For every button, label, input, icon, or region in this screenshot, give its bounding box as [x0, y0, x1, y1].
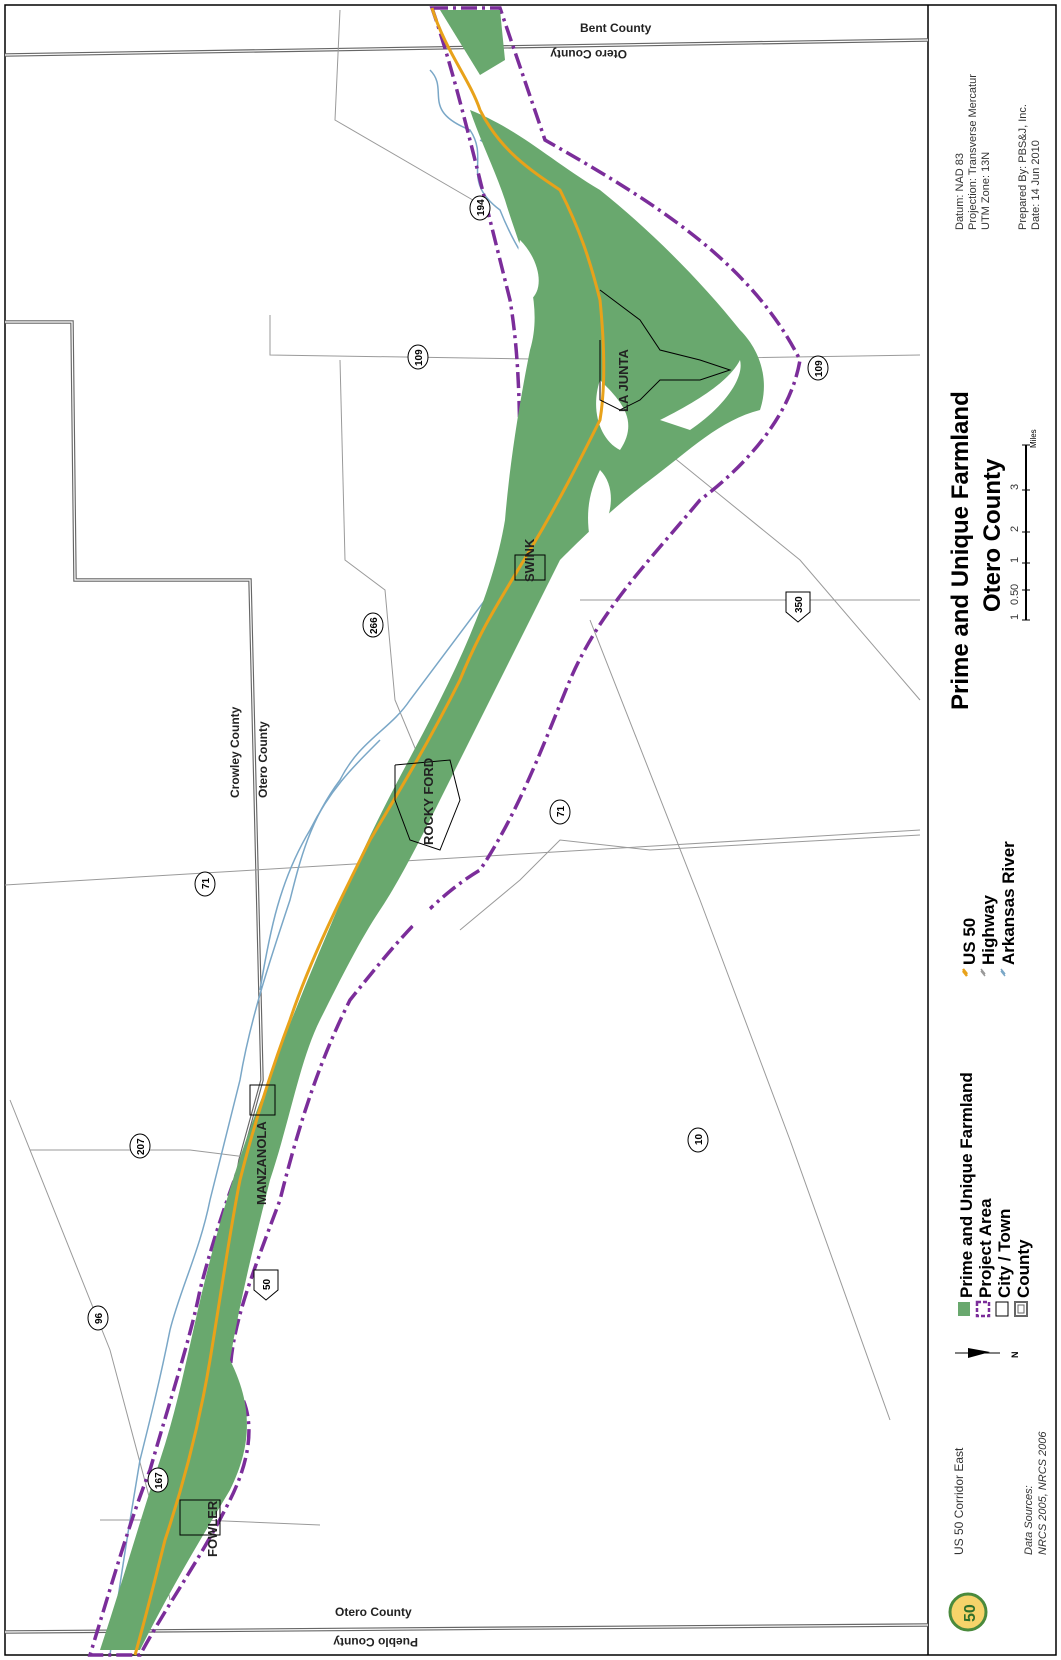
county-label-otero-east: Otero County: [550, 47, 627, 61]
svg-text:50: 50: [262, 1278, 273, 1290]
credits-block: US 50 Corridor East Data Sources: NRCS 2…: [948, 1431, 1049, 1632]
scale-bar: 1 0.5 0 1 2 3 Miles: [1009, 429, 1038, 621]
scale-tick-1a: 1: [1009, 614, 1021, 620]
non-farmland-gaps: [413, 240, 741, 950]
legend-us50: US 50: [960, 918, 979, 965]
shield-350: 350: [785, 591, 811, 623]
scale-tick-2: 2: [1009, 526, 1021, 532]
date-text: Date: 14 Jun 2010: [1030, 140, 1042, 230]
legend-swatch-farmland: [958, 1302, 970, 1316]
map-info-block: Datum: NAD 83 Projection: Transverse Mer…: [954, 74, 1042, 230]
projection-text: Projection: Transverse Mercatur: [967, 74, 979, 230]
legend-areas: Prime and Unique Farmland Project Area C…: [957, 1072, 1033, 1318]
shield-71-a: 71: [549, 799, 571, 825]
shield-266: 266: [362, 612, 384, 638]
sources-label: Data Sources:: [1023, 1485, 1035, 1555]
us50-route: [133, 7, 606, 1656]
svg-text:50: 50: [962, 1604, 979, 1622]
map-frame: [4, 4, 1057, 1656]
title-line-1: Prime and Unique Farmland: [947, 391, 974, 710]
svg-text:167: 167: [154, 1472, 165, 1489]
county-label-otero-north: Otero County: [256, 721, 270, 798]
north-label: N: [1010, 1352, 1020, 1359]
scale-tick-1b: 1: [1009, 557, 1021, 563]
legend-farmland: Prime and Unique Farmland: [957, 1072, 976, 1298]
county-label-bent: Bent County: [580, 21, 652, 35]
svg-text:109: 109: [814, 360, 825, 377]
scale-tick-3: 3: [1009, 484, 1021, 490]
town-label-fowler: FOWLER: [205, 1500, 220, 1557]
svg-text:96: 96: [94, 1312, 105, 1324]
shield-109-b: 109: [807, 355, 829, 381]
shield-10: 10: [687, 1127, 709, 1153]
legend-swatch-city: [995, 1301, 1009, 1317]
legend-swatch-project: [975, 1300, 991, 1318]
town-label-rocky-ford: ROCKY FORD: [421, 758, 436, 845]
prepared-by-text: Prepared By: PBS&J, Inc.: [1017, 104, 1029, 230]
legend-county: County: [1014, 1239, 1033, 1298]
scale-tick-0: 0: [1009, 584, 1021, 590]
legend-river: Arkansas River: [999, 841, 1018, 965]
svg-text:71: 71: [201, 877, 212, 889]
corridor-text: US 50 Corridor East: [952, 1447, 966, 1555]
legend-highway: Highway: [979, 895, 998, 965]
svg-text:194: 194: [476, 199, 487, 216]
zone-text: UTM Zone: 13N: [980, 152, 992, 230]
town-label-swink: SWINK: [522, 538, 537, 582]
county-label-crowley: Crowley County: [228, 706, 242, 798]
town-label-la-junta: LA JUNTA: [616, 349, 631, 412]
town-outlines: [179, 289, 732, 1536]
shield-194: 194: [469, 195, 491, 221]
legend-project-area: Project Area: [976, 1198, 995, 1298]
sources-text: NRCS 2005, NRCS 2006: [1037, 1431, 1049, 1555]
title-line-2: Otero County: [979, 458, 1006, 612]
svg-text:350: 350: [794, 596, 805, 613]
datum-text: Datum: NAD 83: [954, 153, 966, 230]
highway-shields: 194 109 109 266 350 71 71 10 207 96 167 …: [87, 195, 829, 1493]
scale-tick-05: 0.5: [1009, 590, 1021, 605]
scale-unit: Miles: [1029, 429, 1038, 448]
us50-logo-icon: 50: [948, 1592, 988, 1632]
svg-text:109: 109: [414, 349, 425, 366]
svg-text:266: 266: [369, 617, 380, 634]
north-arrow: N: [955, 1348, 1020, 1358]
svg-text:71: 71: [556, 805, 567, 817]
shield-71-b: 71: [194, 871, 216, 897]
shield-167: 167: [147, 1467, 169, 1493]
shield-50: 50: [253, 1269, 279, 1301]
legend-lines: US 50 Highway Arkansas River: [960, 841, 1018, 977]
shield-96: 96: [87, 1305, 109, 1331]
svg-text:207: 207: [136, 1138, 147, 1155]
legend-swatch-county: [1014, 1301, 1028, 1317]
map-title: Prime and Unique Farmland Otero County: [947, 391, 1006, 710]
county-boundaries: [4, 38, 929, 1634]
svg-text:10: 10: [694, 1133, 705, 1145]
county-label-otero-west: Otero County: [335, 1605, 412, 1619]
town-label-manzanola: MANZANOLA: [254, 1121, 269, 1205]
legend-city-town: City / Town: [995, 1209, 1014, 1298]
shield-207: 207: [129, 1133, 151, 1159]
county-label-pueblo: Pueblo County: [333, 1635, 418, 1649]
shield-109-a: 109: [407, 344, 429, 370]
